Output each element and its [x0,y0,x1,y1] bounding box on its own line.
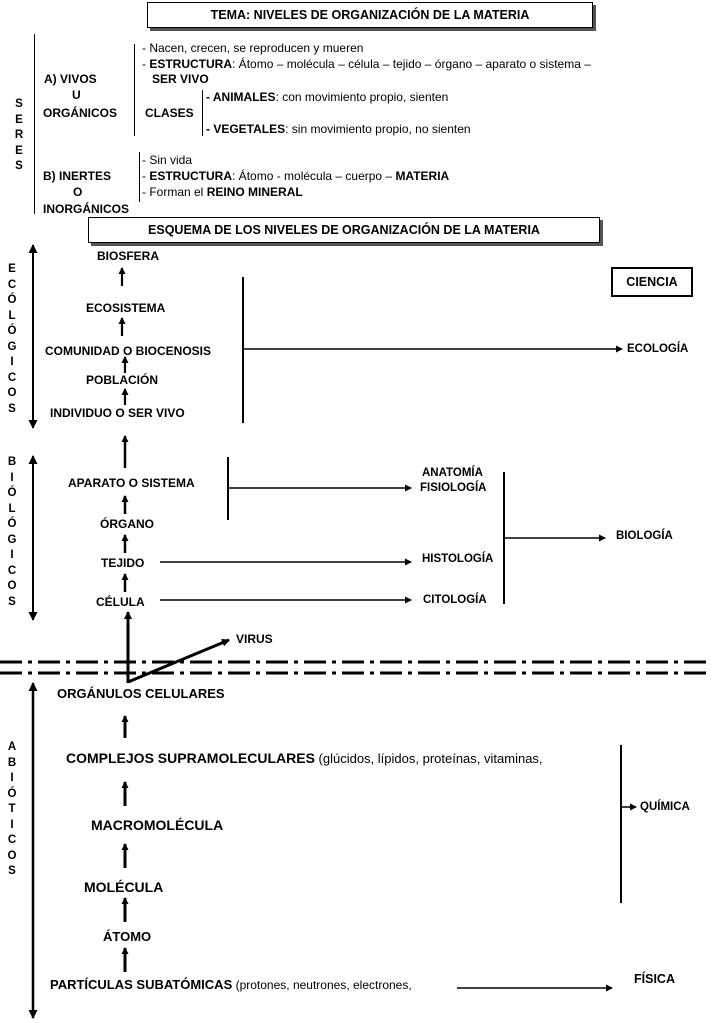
inertes-label: B) INERTES [43,169,112,183]
vivos-clases: CLASES [145,106,194,120]
biologicos-label: B I Ó L Ó G I C O S [7,456,17,608]
level-comunidad: COMUNIDAD O BIOCENOSIS [45,344,212,358]
level-tejido: TEJIDO [101,556,145,570]
level-ecosistema: ECOSISTEMA [86,301,166,315]
inertes-o: O [73,185,83,199]
title-box: TEMA: NIVELES DE ORGANIZACIÓN DE LA MATE… [147,2,593,28]
vivos-bracket [134,44,135,136]
vivos-ser-vivo: SER VIVO [152,72,209,86]
level-celula: CÉLULA [96,595,145,609]
scheme-title-box: ESQUEMA DE LOS NIVELES DE ORGANIZACIÓN D… [88,217,600,243]
science-citologia: CITOLOGÍA [423,594,487,606]
inertes-line1: - Sin vida [142,153,193,167]
level-molecula: MOLÉCULA [84,879,164,895]
level-biosfera: BIOSFERA [97,249,160,263]
science-biologia: BIOLOGÍA [616,530,673,542]
science-ecologia: ECOLOGÍA [627,343,689,355]
science-fisiologia: FISIOLOGÍA [420,482,487,494]
science-fisica: FÍSICA [634,972,675,986]
level-individuo: INDIVIDUO O SER VIVO [50,406,185,420]
abioticos-label: A B I Ó T I C O S [7,741,17,877]
level-atomo: ÁTOMO [103,929,152,944]
ciencia-label: CIENCIA [626,275,678,289]
vivos-vegetales: - VEGETALES: sin movimiento propio, no s… [206,122,471,136]
page-title: TEMA: NIVELES DE ORGANIZACIÓN DE LA MATE… [210,8,530,22]
vivos-organicos: ORGÁNICOS [43,106,118,120]
science-anatomia: ANATOMÍA [422,467,483,479]
vivos-u: U [72,88,81,102]
seres-label: S E R E S [14,98,24,172]
vivos-estructura: - ESTRUCTURA: Átomo – molécula – célula … [142,57,591,71]
inertes-estructura: - ESTRUCTURA: Átomo - molécula – cuerpo … [142,169,450,183]
level-organulos: ORGÁNULOS CELULARES [57,686,225,701]
clases-bracket [202,90,203,136]
vivos-line1: - Nacen, crecen, se reproducen y mueren [142,41,364,55]
level-particulas: PARTÍCULAS SUBATÓMICAS (protones, neutro… [50,977,412,993]
inertes-inorganicos: INORGÁNICOS [43,202,130,216]
scheme-title: ESQUEMA DE LOS NIVELES DE ORGANIZACIÓN D… [148,223,540,237]
level-complejos: COMPLEJOS SUPRAMOLECULARES (glúcidos, lí… [66,750,543,766]
ciencia-box: CIENCIA [611,267,693,297]
inertes-reino: - Forman el REINO MINERAL [142,185,303,199]
ecologicos-label: E C Ó L Ó G I C O S [7,263,17,415]
science-quimica: QUÍMICA [640,801,690,813]
science-histologia: HISTOLOGÍA [422,553,494,565]
vivos-label: A) VIVOS [44,72,97,86]
seres-bracket [34,34,35,214]
level-virus: VIRUS [236,632,273,646]
vivos-animales: - ANIMALES: con movimiento propio, sient… [206,90,449,104]
level-poblacion: POBLACIÓN [86,373,158,387]
level-macromolecula: MACROMOLÉCULA [91,817,224,833]
level-organo: ÓRGANO [100,517,154,531]
level-aparato: APARATO O SISTEMA [68,476,195,490]
inertes-bracket [139,152,140,202]
